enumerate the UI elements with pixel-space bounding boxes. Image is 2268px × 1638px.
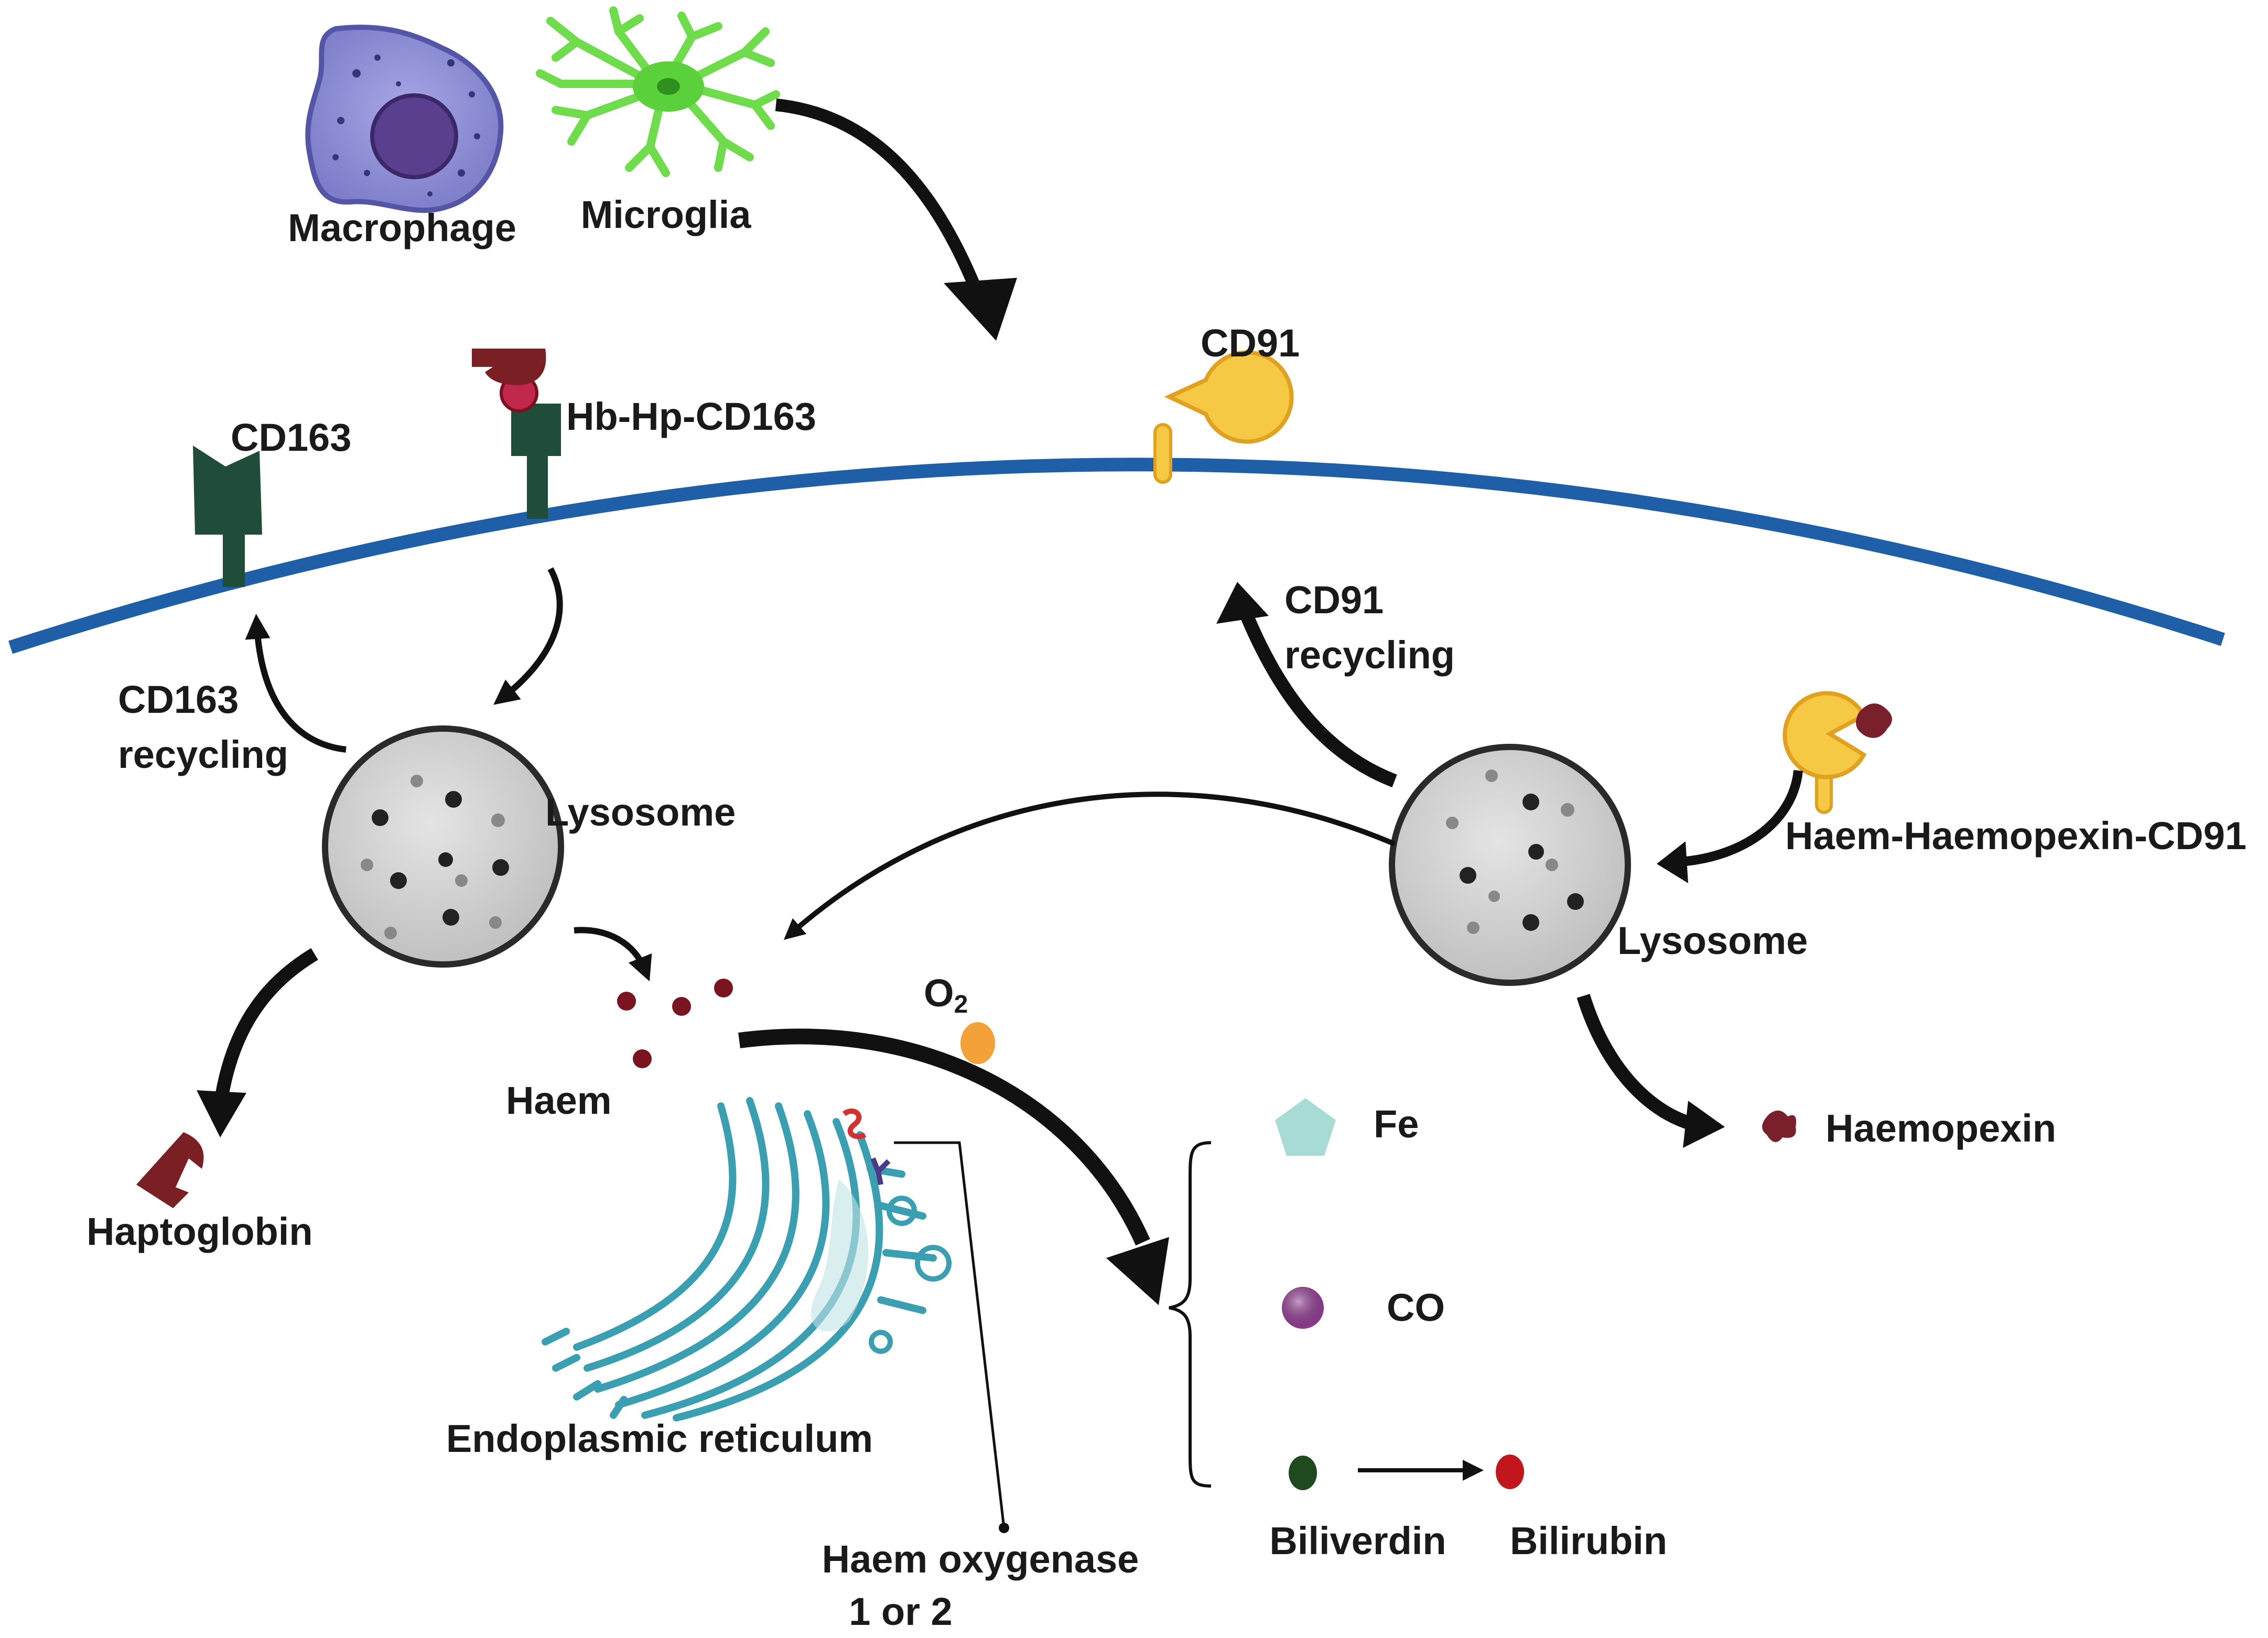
- lysosome-to-haemopexin-arrow: [1576, 994, 1695, 1131]
- haem-oxygenase-icon: [843, 1108, 891, 1185]
- macrophage-icon: [305, 24, 504, 213]
- o2-label: O2: [924, 971, 968, 1018]
- fe-label: Fe: [1374, 1102, 1419, 1146]
- cd163-label: CD163: [231, 416, 351, 459]
- complex-to-lysosome-right-arrow: [1672, 769, 1803, 867]
- microglia-icon: [536, 6, 780, 177]
- cd91-recycling-line2: recycling: [1284, 633, 1455, 677]
- cell-membrane: [8, 458, 2226, 654]
- haem-haemopexin-cd91-label: Haem-Haemopexin-CD91: [1785, 814, 2247, 858]
- er-label: Endoplasmic reticulum: [446, 1417, 873, 1460]
- cd163-recycling-line2: recycling: [118, 733, 288, 776]
- lysosome-left-icon: [322, 725, 564, 968]
- cd163-recycling-arrow: [245, 614, 347, 753]
- cd91-recycling-arrow: [1236, 603, 1397, 788]
- haem-haemopexin-cd91-icon: [1783, 691, 1892, 814]
- hb-hp-cd163-label: Hb-Hp-CD163: [566, 395, 816, 438]
- cells-to-membrane-arrow: [775, 99, 992, 317]
- complex-to-lysosome-arrow: [493, 567, 563, 705]
- haem-molecule-icon: [617, 979, 733, 1068]
- lysosome-to-haem-arrow: [574, 927, 652, 982]
- fe-pentagon-icon: [1275, 1098, 1336, 1156]
- lysosome-right-icon: [1389, 744, 1631, 986]
- microglia-label: Microglia: [581, 193, 752, 236]
- haem-label: Haem: [506, 1079, 612, 1122]
- products-brace: [1169, 1141, 1212, 1488]
- cd91-receptor-icon: [1153, 350, 1294, 484]
- biliverdin-circle-icon: [1289, 1456, 1317, 1490]
- haem-oxygenase-line2: 1 or 2: [849, 1590, 952, 1633]
- haptoglobin-label: Haptoglobin: [87, 1210, 313, 1253]
- haptoglobin-icon: [136, 1132, 204, 1208]
- o2-molecule-icon: [960, 1022, 995, 1064]
- macrophage-label: Macrophage: [288, 206, 516, 250]
- haemopexin-label: Haemopexin: [1826, 1107, 2056, 1150]
- lysosome-left-label: Lysosome: [545, 790, 736, 834]
- haem-oxygenase-line1: Haem oxygenase: [822, 1537, 1139, 1581]
- cd163-receptor-icon: [193, 446, 262, 587]
- bilirubin-label: Bilirubin: [1510, 1519, 1667, 1563]
- haem-to-products-arrow: [738, 1028, 1150, 1246]
- haemopexin-icon: [1762, 1110, 1796, 1142]
- lysosome-right-label: Lysosome: [1617, 919, 1808, 962]
- endoplasmic-reticulum-icon: [542, 1097, 937, 1422]
- haem-oxygenase-pointer: [894, 1141, 1006, 1528]
- lysosome-to-haptoglobin-arrow: [213, 948, 318, 1107]
- hb-hp-cd163-complex-icon: [472, 349, 561, 519]
- cd91-recycling-line1: CD91: [1284, 578, 1384, 622]
- biliverdin-label: Biliverdin: [1269, 1519, 1446, 1563]
- co-label: CO: [1387, 1286, 1445, 1329]
- bilirubin-circle-icon: [1496, 1455, 1524, 1489]
- lysosome-right-to-haem-arrow: [783, 791, 1396, 940]
- cd91-top-label: CD91: [1201, 321, 1300, 365]
- cd163-recycling-line1: CD163: [118, 678, 239, 721]
